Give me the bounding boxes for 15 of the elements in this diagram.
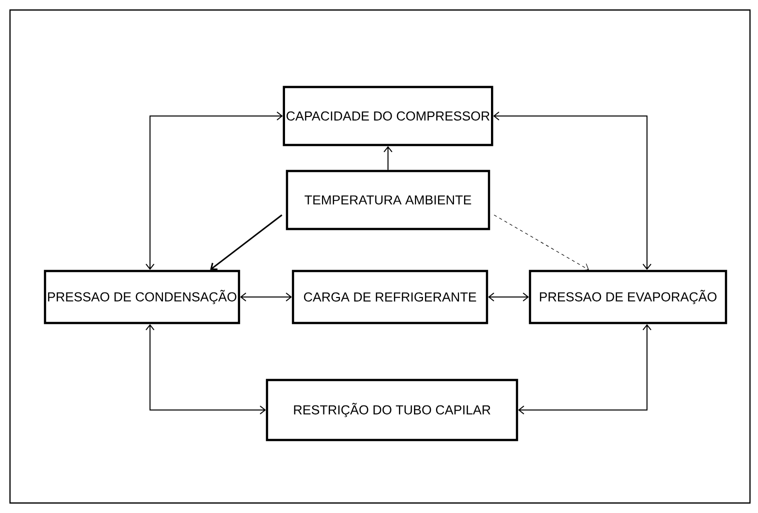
arrow bbox=[494, 214, 589, 271]
arrow bbox=[488, 292, 529, 302]
arrow bbox=[240, 292, 292, 302]
arrow bbox=[210, 214, 282, 270]
process-box: TEMPERATURA AMBIENTE bbox=[286, 170, 490, 230]
arrow bbox=[146, 324, 266, 414]
process-box: PRESSAO DE CONDENSAÇÃO bbox=[44, 270, 240, 324]
arrow bbox=[146, 112, 283, 270]
arrow bbox=[384, 146, 392, 170]
process-box: PRESSAO DE EVAPORAÇÃO bbox=[528, 270, 728, 324]
process-box: CAPACIDADE DO COMPRESSOR bbox=[282, 86, 494, 146]
process-box: CARGA DE REFRIGERANTE bbox=[292, 270, 488, 324]
arrow bbox=[493, 112, 652, 270]
process-box: RESTRIÇÃO DO TUBO CAPILAR bbox=[266, 378, 518, 442]
arrow bbox=[518, 324, 652, 414]
